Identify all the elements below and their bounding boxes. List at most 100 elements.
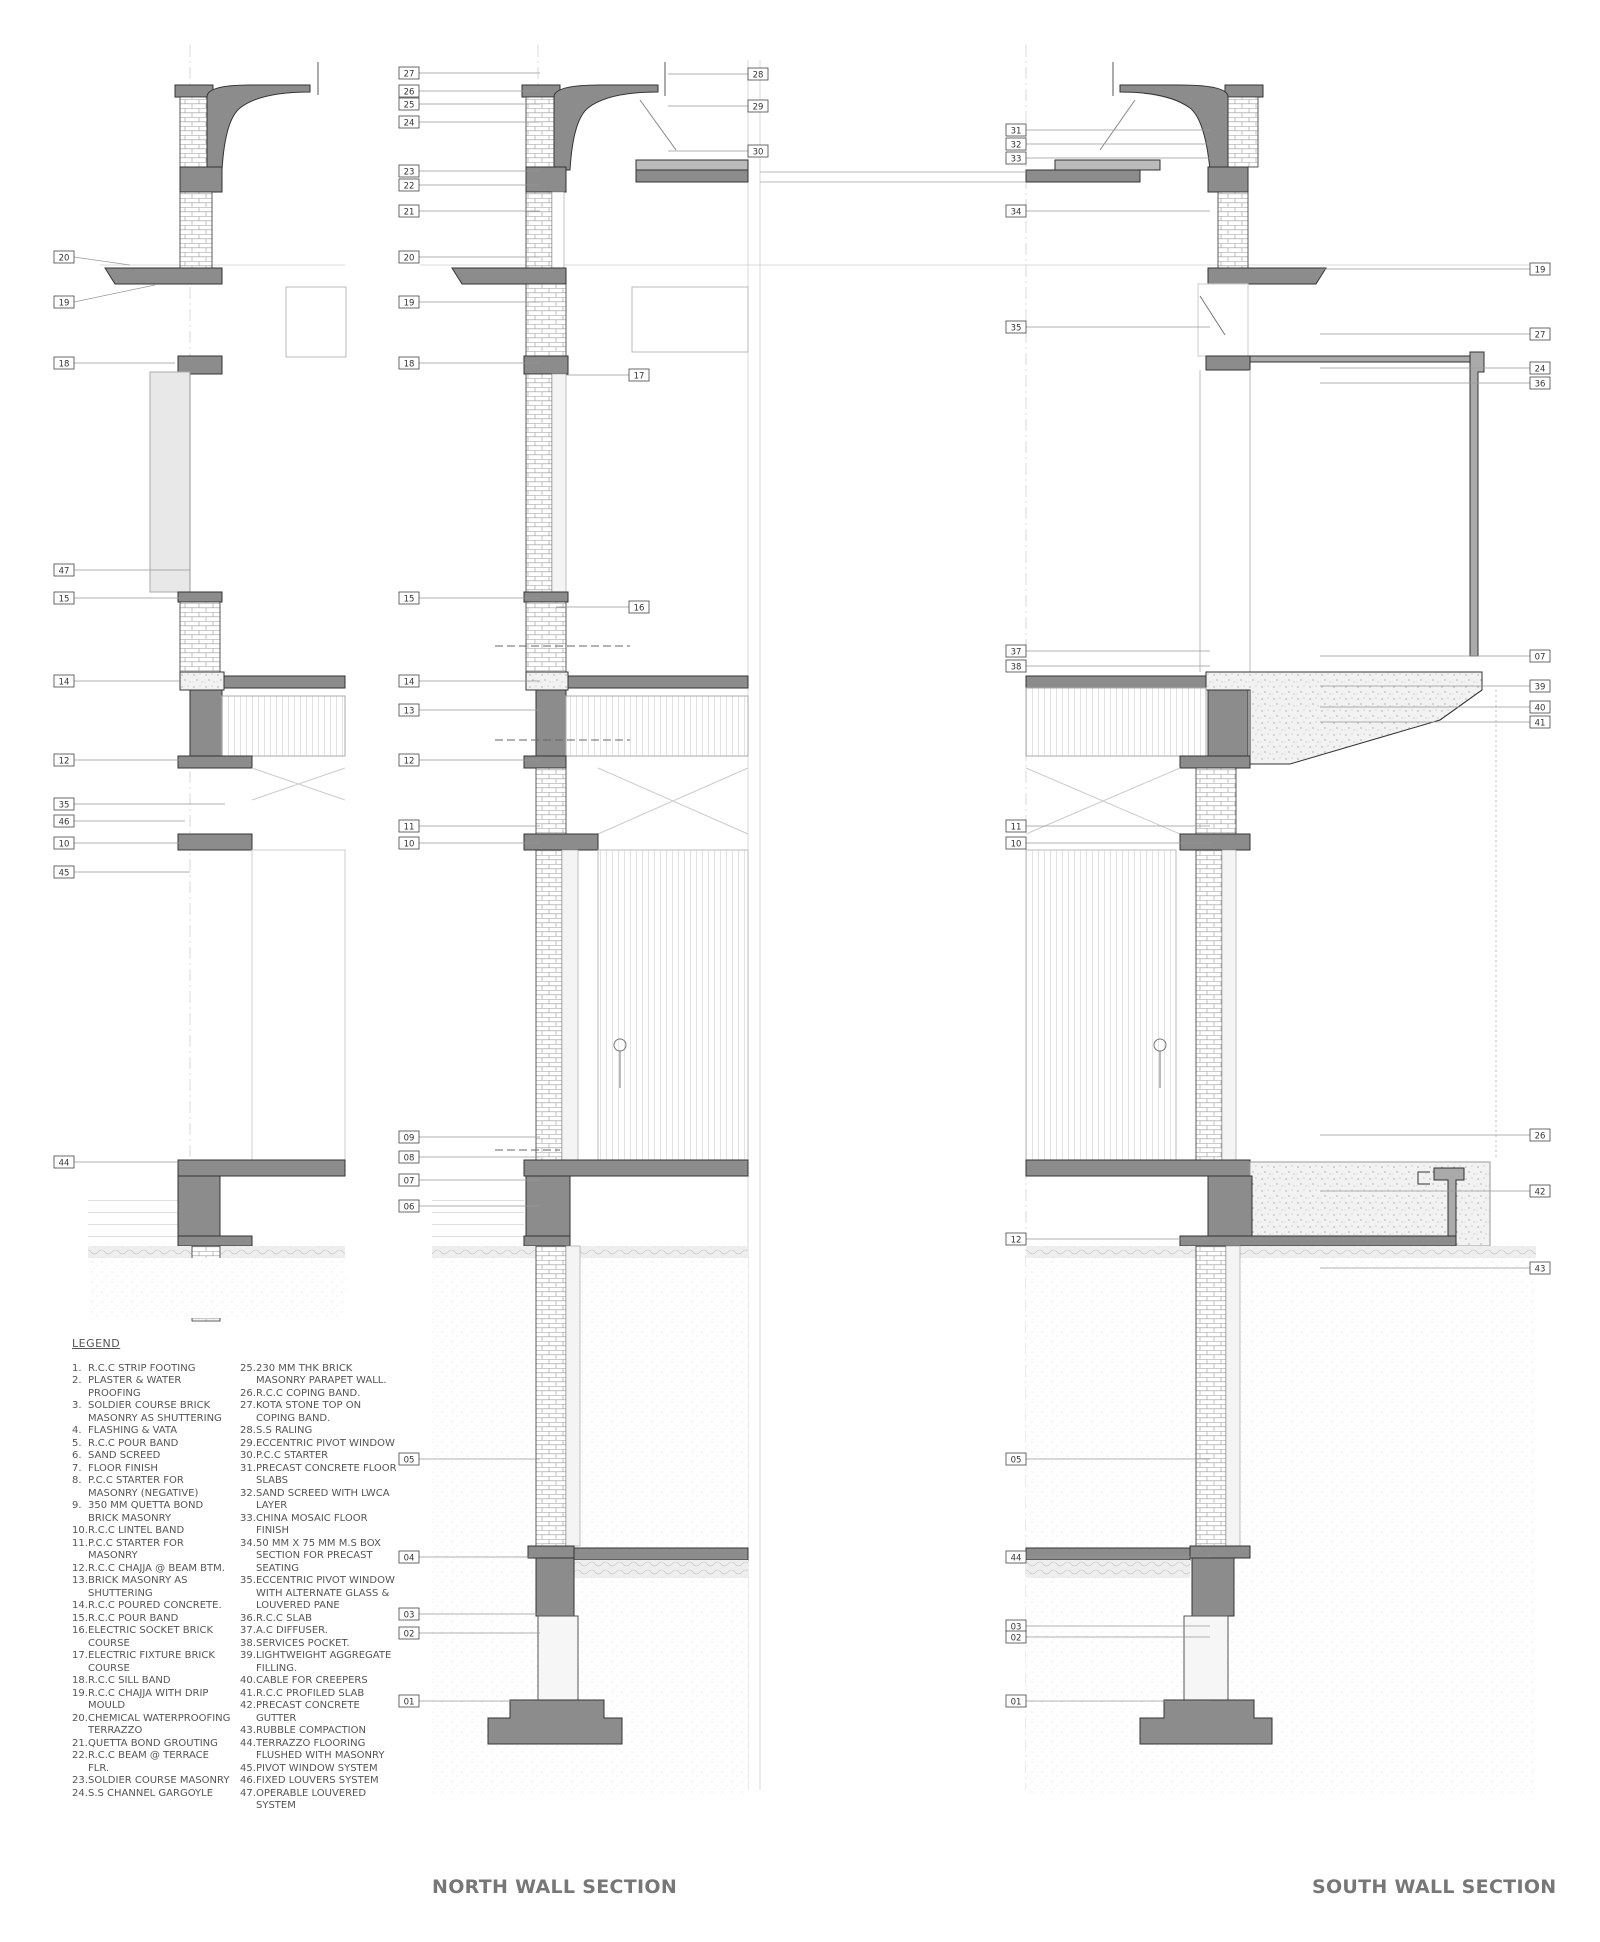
tag-label: 27	[1535, 331, 1546, 341]
tag-box	[398, 1607, 420, 1621]
tag-box	[1529, 700, 1551, 714]
tag-label: 10	[1011, 840, 1022, 850]
tag-label: 17	[634, 372, 645, 382]
legend-column-2: 25.230 MM THK BRICK MASONRY PARAPET WALL…	[240, 1363, 400, 1813]
legend-item: 4.FLASHING & VATA	[72, 1425, 178, 1436]
tag-box	[398, 295, 420, 309]
tag-box	[1005, 1550, 1027, 1564]
tag-label: 11	[1011, 823, 1022, 833]
legend-item: 16.ELECTRIC SOCKET BRICK COURSE	[72, 1625, 214, 1649]
tag-label: 44	[59, 1159, 70, 1169]
legend-item: 46.FIXED LOUVERS SYSTEM	[240, 1775, 379, 1786]
south-wall-section	[1025, 62, 1536, 1793]
tag-label: 18	[59, 360, 70, 370]
north-partial-section	[88, 62, 347, 1322]
tag-box	[398, 250, 420, 264]
tag-box	[398, 703, 420, 717]
tag-box	[1529, 715, 1551, 729]
tag-box	[1529, 327, 1551, 341]
legend-item: 12.R.C.C CHAJJA @ BEAM BTM.	[72, 1562, 225, 1574]
tag-label: 24	[404, 119, 415, 129]
legend-item: 14.R.C.C POURED CONCRETE.	[72, 1600, 222, 1611]
legend-item: 2.PLASTER & WATER PROOFING	[72, 1375, 182, 1399]
tag-label: 19	[1535, 266, 1546, 276]
legend-item: 33.CHINA MOSAIC FLOOR FINISH	[240, 1512, 368, 1537]
tag-label: 29	[753, 103, 764, 113]
legend-item: 24.S.S CHANNEL GARGOYLE	[72, 1787, 214, 1799]
legend-item: 6.SAND SCREED	[72, 1450, 161, 1461]
tag-box	[1005, 819, 1027, 833]
tag-label: 25	[404, 101, 415, 111]
legend-item: 8.P.C.C STARTER FOR MASONRY (NEGATIVE)	[72, 1475, 199, 1499]
tag-box	[1005, 644, 1027, 658]
tag-box	[398, 115, 420, 129]
tag-box	[53, 591, 75, 605]
legend-item: 20.CHEMICAL WATERPROOFING TERRAZZO	[72, 1712, 231, 1737]
tag-label: 08	[404, 1154, 415, 1164]
tag-box	[53, 563, 75, 577]
legend-item: 26.R.C.C COPING BAND.	[240, 1387, 361, 1399]
tag-label: 13	[404, 707, 415, 717]
legend-item: 32.SAND SCREED WITH LWCA LAYER	[240, 1487, 390, 1512]
tag-box	[53, 295, 75, 309]
tag-box	[1005, 1694, 1027, 1708]
tag-box	[53, 674, 75, 688]
tag-label: 12	[1011, 1236, 1022, 1246]
legend-item: 42.PRECAST CONCRETE GUTTER	[240, 1700, 360, 1724]
tag-box	[1005, 1232, 1027, 1246]
tag-box	[398, 204, 420, 218]
tag-box	[628, 600, 650, 614]
legend-item: 37.A.C DIFFUSER.	[240, 1625, 328, 1636]
legend-item: 36.R.C.C SLAB	[240, 1612, 312, 1624]
tag-box	[398, 1130, 420, 1144]
tag-label: 35	[59, 801, 70, 811]
tag-box	[1005, 204, 1027, 218]
tag-label: 18	[404, 360, 415, 370]
tag-label: 31	[1011, 127, 1022, 137]
tag-box	[747, 67, 769, 81]
tag-box	[1529, 376, 1551, 390]
tag-label: 16	[634, 604, 645, 614]
tag-label: 47	[59, 567, 70, 577]
tag-label: 30	[753, 148, 764, 158]
legend-item: 15.R.C.C POUR BAND	[72, 1612, 179, 1624]
legend-item: 18.R.C.C SILL BAND	[72, 1675, 171, 1686]
tag-box	[1005, 123, 1027, 137]
legend-item: 17.ELECTRIC FIXTURE BRICK COURSE	[72, 1650, 215, 1674]
tag-label: 20	[404, 254, 415, 264]
legend-item: 43.RUBBLE COMPACTION	[240, 1725, 366, 1736]
tag-label: 06	[404, 1203, 415, 1213]
tag-label: 36	[1535, 380, 1546, 390]
tag-box	[398, 836, 420, 850]
tag-label: 40	[1535, 704, 1546, 714]
tag-box	[1529, 1261, 1551, 1275]
tag-label: 37	[1011, 648, 1022, 658]
tag-box	[1529, 649, 1551, 663]
tag-label: 14	[404, 678, 415, 688]
tag-box	[1005, 1452, 1027, 1466]
legend-item: 47.OPERABLE LOUVERED SYSTEM	[240, 1787, 367, 1812]
tag-label: 05	[1011, 1456, 1022, 1466]
tag-box	[1529, 262, 1551, 276]
tag-label: 35	[1011, 324, 1022, 334]
tag-box	[398, 356, 420, 370]
legend-item: 19.R.C.C CHAJJA WITH DRIP MOULD	[72, 1687, 209, 1712]
tag-label: 42	[1535, 1188, 1546, 1198]
tag-label: 34	[1011, 208, 1022, 218]
tag-box	[398, 1452, 420, 1466]
tag-box	[398, 1150, 420, 1164]
tag-label: 07	[404, 1177, 415, 1187]
tag-label: 19	[59, 299, 70, 309]
tag-label: 12	[59, 757, 70, 767]
tag-label: 43	[1535, 1265, 1546, 1275]
tag-box	[1005, 1630, 1027, 1644]
legend-item: 23.SOLDIER COURSE MASONRY	[72, 1775, 230, 1786]
tag-label: 39	[1535, 683, 1546, 693]
legend-item: 39.LIGHTWEIGHT AGGREGATE FILLING.	[240, 1650, 392, 1674]
leader-line	[73, 256, 131, 266]
tag-label: 33	[1011, 155, 1022, 165]
tag-box	[398, 753, 420, 767]
tag-box	[628, 368, 650, 382]
